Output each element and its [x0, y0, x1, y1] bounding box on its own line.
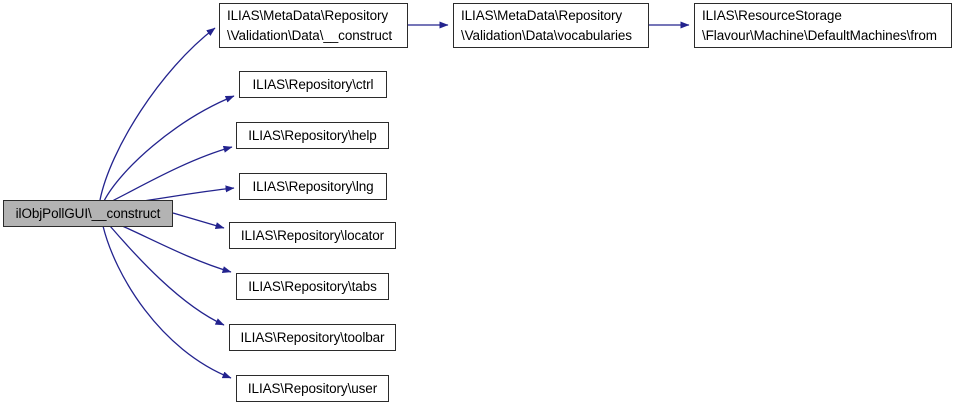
- graph-node-label-line: \Validation\Data\vocabularies: [461, 27, 632, 43]
- graph-node-repository-toolbar[interactable]: ILIAS\Repository\toolbar: [229, 324, 396, 351]
- graph-node-repository-locator[interactable]: ILIAS\Repository\locator: [229, 222, 396, 249]
- graph-node-label-line: ILIAS\Repository\lng: [252, 178, 374, 194]
- graph-node-repository-user[interactable]: ILIAS\Repository\user: [236, 375, 389, 402]
- graph-edge-root-to-repository-tabs: [119, 224, 232, 273]
- graph-edge-root-to-repository-toolbar: [109, 225, 225, 326]
- graph-node-label-line: \Validation\Data\__construct: [227, 27, 393, 43]
- graph-edge-root-to-repository-locator: [172, 212, 225, 229]
- graph-node-label-line: ILIAS\Repository\help: [248, 127, 377, 143]
- graph-node-metadata-construct[interactable]: ILIAS\MetaData\Repository \Validation\Dat…: [219, 3, 408, 48]
- graph-node-metadata-vocabularies[interactable]: ILIAS\MetaData\Repository \Validation\Dat…: [453, 3, 649, 48]
- graph-node-root[interactable]: ilObjPollGUI\__construct: [3, 200, 173, 227]
- graph-node-repository-help[interactable]: ILIAS\Repository\help: [236, 122, 389, 149]
- graph-node-label-line: ILIAS\ResourceStorage: [702, 7, 842, 23]
- graph-edge-root-to-repository-help: [109, 145, 233, 203]
- graph-node-label-line: ILIAS\Repository\ctrl: [252, 76, 374, 92]
- graph-edge-root-to-metadata-construct: [99, 27, 216, 201]
- graph-node-resourcestorage-from[interactable]: ILIAS\ResourceStorage \Flavour\Machine\De…: [694, 3, 952, 48]
- graph-node-label-line: ILIAS\Repository\locator: [240, 227, 385, 243]
- graph-node-label-line: ilObjPollGUI\__construct: [15, 205, 161, 221]
- graph-node-label-line: ILIAS\MetaData\Repository: [461, 7, 623, 23]
- graph-node-label-line: ILIAS\Repository\tabs: [248, 278, 377, 294]
- graph-node-label-line: ILIAS\Repository\user: [247, 380, 378, 396]
- graph-edge-root-to-repository-user: [102, 225, 232, 379]
- graph-node-repository-ctrl[interactable]: ILIAS\Repository\ctrl: [239, 71, 387, 98]
- graph-node-label-line: ILIAS\Repository\toolbar: [240, 329, 385, 345]
- graph-edge-root-to-repository-ctrl: [103, 95, 235, 202]
- graph-node-label-line: \Flavour\Machine\DefaultMachines\from: [702, 27, 937, 43]
- graph-node-repository-lng[interactable]: ILIAS\Repository\lng: [239, 173, 387, 200]
- graph-node-label-line: ILIAS\MetaData\Repository: [227, 7, 389, 23]
- graph-node-repository-tabs[interactable]: ILIAS\Repository\tabs: [236, 273, 389, 300]
